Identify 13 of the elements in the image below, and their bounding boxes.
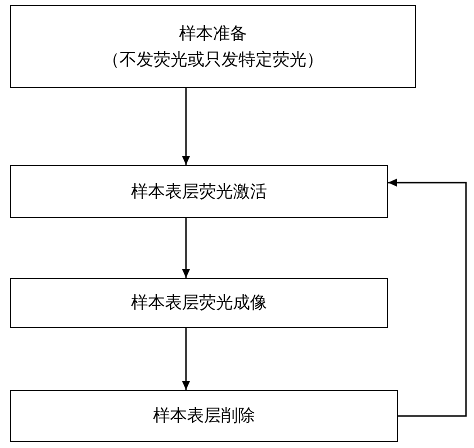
box-label: 样本表层荧光激活 (131, 180, 267, 204)
arrow (182, 328, 190, 390)
box-label: 样本准备 (179, 22, 247, 46)
process-box (10, 165, 388, 218)
box-label: 样本表层削除 (153, 405, 255, 428)
process-box (10, 390, 398, 442)
process-box (10, 278, 388, 328)
arrow (182, 88, 190, 165)
box-label: 样本表层荧光成像 (131, 292, 267, 315)
box-label: （不发荧光或只发特定荧光） (102, 48, 324, 72)
arrow (388, 178, 467, 417)
arrow (182, 218, 190, 278)
process-box (10, 5, 416, 88)
